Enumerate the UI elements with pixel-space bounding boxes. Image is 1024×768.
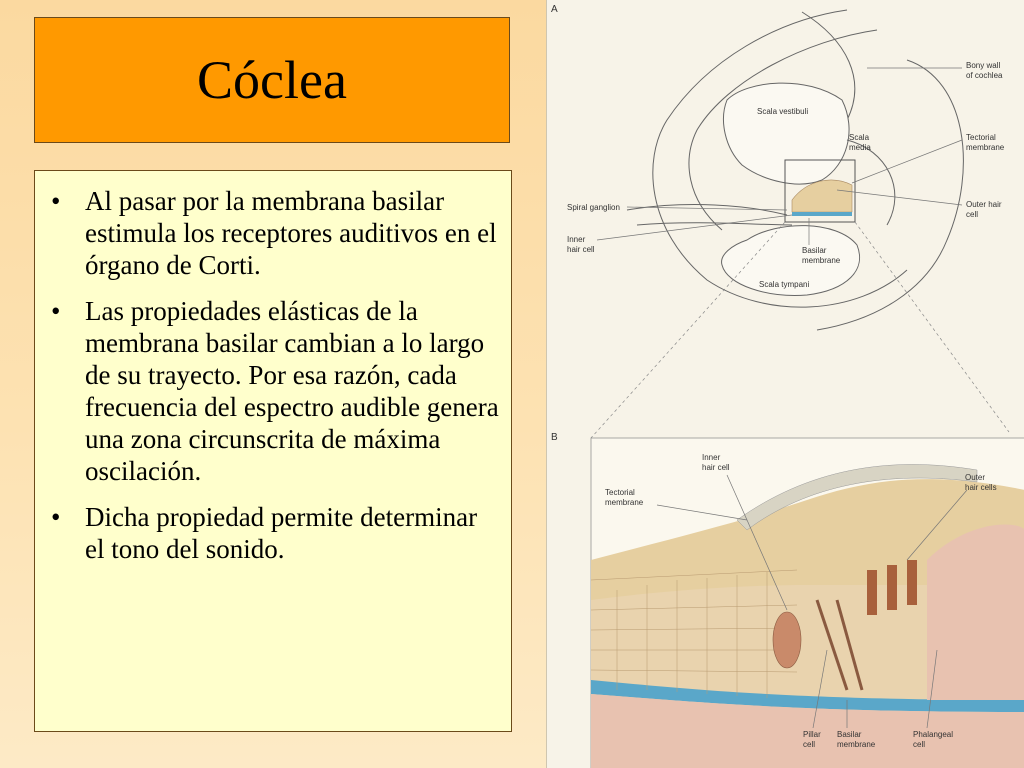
label-bony-wall-2: of cochlea bbox=[966, 71, 1003, 80]
label-tectorial-b-1: Tectorial bbox=[605, 488, 635, 497]
bullet-item-1: • Al pasar por la membrana basilar estimu… bbox=[45, 185, 501, 281]
bullet-text-2: Las propiedades elásticas de la membrana… bbox=[85, 296, 499, 486]
label-basilar-a-2: membrane bbox=[802, 256, 841, 265]
slide-title: Cóclea bbox=[197, 50, 347, 110]
label-inner-hair-b-2: hair cell bbox=[702, 463, 730, 472]
bullet-text-1: Al pasar por la membrana basilar estimul… bbox=[85, 186, 497, 280]
outer-hair-cell-shape-1 bbox=[867, 570, 877, 615]
label-inner-hair-a-1: Inner bbox=[567, 235, 586, 244]
title-box: Cóclea bbox=[34, 17, 510, 143]
label-pillar-cell-2: cell bbox=[803, 740, 815, 749]
label-phalangeal-2: cell bbox=[913, 740, 925, 749]
bullet-text-3: Dicha propiedad permite determinar el to… bbox=[85, 502, 478, 564]
label-leaders-b bbox=[656, 474, 968, 729]
bullet-item-2: • Las propiedades elásticas de la membran… bbox=[45, 295, 501, 487]
panel-a-letter: A bbox=[551, 4, 558, 15]
label-leaders-a bbox=[596, 67, 963, 245]
organ-of-corti-small bbox=[784, 159, 856, 223]
cochlea-cross-section bbox=[626, 9, 964, 331]
bullet-icon: • bbox=[51, 186, 61, 216]
label-tectorial-a-1: Tectorial bbox=[966, 133, 996, 142]
label-bony-wall-1: Bony wall bbox=[966, 61, 1000, 70]
label-inner-hair-b-1: Inner bbox=[702, 453, 721, 462]
label-outer-hair-a-2: cell bbox=[966, 210, 978, 219]
cochlea-figure: A Bony wall of cochlea Scala ves bbox=[546, 0, 1024, 768]
label-pillar-cell-1: Pillar bbox=[803, 730, 821, 739]
label-scala-media-1: Scala bbox=[849, 133, 870, 142]
organ-of-corti-detail bbox=[590, 437, 1024, 768]
label-scala-media-2: media bbox=[849, 143, 871, 152]
pillar-cell-shape bbox=[815, 599, 849, 691]
outer-hair-cell-shape-2 bbox=[887, 565, 897, 610]
outer-hair-cell-shape-3 bbox=[907, 560, 917, 605]
label-scala-tympani: Scala tympani bbox=[759, 280, 809, 289]
label-basilar-a-1: Basilar bbox=[802, 246, 827, 255]
label-tectorial-a-2: membrane bbox=[966, 143, 1005, 152]
cochlea-illustration: A Bony wall of cochlea Scala ves bbox=[551, 4, 1024, 768]
bullet-icon: • bbox=[51, 502, 61, 532]
content-box: • Al pasar por la membrana basilar estimu… bbox=[34, 170, 512, 732]
label-outer-hair-a-1: Outer hair bbox=[966, 200, 1002, 209]
label-phalangeal-1: Phalangeal bbox=[913, 730, 953, 739]
zoom-lines bbox=[590, 221, 1010, 439]
panel-b-letter: B bbox=[551, 432, 558, 443]
label-inner-hair-a-2: hair cell bbox=[567, 245, 595, 254]
label-tectorial-b-2: membrane bbox=[605, 498, 644, 507]
label-basilar-b-1: Basilar bbox=[837, 730, 862, 739]
bullet-icon: • bbox=[51, 296, 61, 326]
label-outer-hair-b-1: Outer bbox=[965, 473, 985, 482]
bullet-item-3: • Dicha propiedad permite determinar el t… bbox=[45, 501, 501, 565]
label-basilar-b-2: membrane bbox=[837, 740, 876, 749]
bullet-list: • Al pasar por la membrana basilar estimu… bbox=[45, 185, 501, 565]
label-spiral-ganglion: Spiral ganglion bbox=[567, 203, 620, 212]
label-outer-hair-b-2: hair cells bbox=[965, 483, 997, 492]
label-scala-vestibuli: Scala vestibuli bbox=[757, 107, 808, 116]
inner-hair-cell-shape bbox=[772, 611, 802, 669]
